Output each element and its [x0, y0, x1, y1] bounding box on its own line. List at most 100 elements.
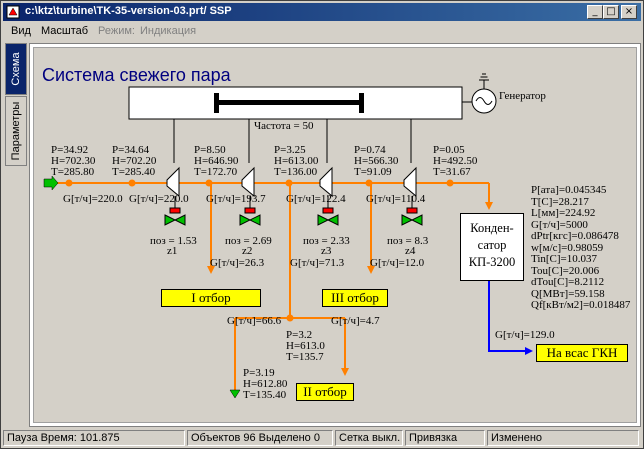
stat-temperature: T[C]=28.217 [531, 195, 589, 208]
node-mid [286, 314, 294, 322]
status-time-value: 101.875 [79, 432, 120, 444]
inlet-temperature: T=285.80 [51, 166, 95, 178]
extraction-flow-3: G[т/ч]=12.0 [370, 257, 425, 269]
stage-5-temperature: T=31.67 [433, 166, 471, 178]
tab-scheme-label: Схема [10, 52, 22, 86]
extraction-1-box[interactable]: I отбор [161, 289, 261, 307]
condenser-box[interactable]: Конден- сатор КП-3200 [460, 213, 524, 281]
tab-parameters[interactable]: Параметры [5, 96, 27, 166]
title-bar[interactable]: c:\ktz\turbine\TK-35-version-03.prt/ SSP… [3, 3, 641, 21]
stat-power: Q[МВт]=59.158 [531, 287, 605, 300]
diagram-title: Система свежего пара [42, 65, 231, 85]
maximize-button[interactable]: □ [603, 5, 619, 19]
stat-pressure: P[ата]=0.045345 [531, 184, 607, 196]
valve-3-id: z3 [321, 245, 332, 257]
status-time-label: Время: [40, 432, 77, 444]
node-5 [446, 179, 454, 187]
flow-2: G[т/ч]=220.0 [129, 193, 189, 205]
menu-mode-value: Индикация [140, 25, 197, 37]
mid-node-enthalpy: H=613.0 [286, 340, 325, 352]
side-tabs: Схема Параметры [5, 43, 27, 427]
stage-3-enthalpy: H=613.00 [274, 155, 319, 167]
outlet-arrow-icon [229, 389, 241, 399]
bottom-node-pressure: P=3.19 [243, 367, 275, 379]
shaft-left-end [214, 93, 219, 113]
extraction-flow-5: G[т/ч]=4.7 [331, 315, 380, 327]
extraction-arrow-3 [367, 266, 375, 274]
diagram-area: Система свежего пара [33, 47, 637, 423]
stage-3-pressure: P=3.25 [274, 144, 306, 156]
mid-node-temperature: T=135.7 [286, 351, 324, 363]
stat-qf: Qf[кВт/м2]=0.018487 [531, 299, 631, 311]
stage-4-pressure: P=0.74 [354, 144, 386, 156]
stage-5-enthalpy: H=492.50 [433, 155, 478, 167]
stat-level: L[мм]=224.92 [531, 207, 596, 219]
stat-flow: G[т/ч]=5000 [531, 218, 588, 231]
extraction-2-box[interactable]: II отбор [296, 383, 354, 401]
condenser-line-1: Конден- [470, 221, 514, 235]
valve-1-id: z1 [167, 245, 178, 257]
stat-tou: Tou[C]=20.006 [531, 264, 600, 277]
condenser-inlet-arrow [485, 202, 493, 210]
valve-3-position: поз = 2.33 [303, 235, 350, 247]
stage-4-icon [403, 166, 417, 198]
tab-parameters-label: Параметры [10, 101, 22, 161]
stage-1-pressure: P=34.64 [112, 144, 150, 156]
extraction-flow-2: G[т/ч]=71.3 [290, 257, 345, 269]
extraction-flow-4: G[т/ч]=66.6 [227, 315, 282, 327]
valve-4-position: поз = 8.3 [387, 235, 429, 247]
menu-mode-label: Режим: [98, 25, 135, 37]
menu-scale[interactable]: Масштаб [41, 25, 89, 37]
valve-1-position: поз = 1.53 [150, 235, 197, 247]
condensate-flow: G[т/ч]=129.0 [495, 329, 555, 341]
status-modified: Изменено [487, 430, 639, 446]
mid-node-pressure: P=3.2 [286, 329, 313, 341]
stage-2-pressure: P=8.50 [194, 144, 226, 156]
condenser-line-2: сатор [477, 238, 507, 252]
close-button[interactable]: × [621, 5, 637, 19]
condensate-arrow [525, 347, 533, 355]
status-snap[interactable]: Привязка [405, 430, 485, 446]
app-icon [6, 5, 20, 19]
frequency-label: Частота = 50 [254, 120, 314, 132]
generator-wave [475, 97, 493, 105]
tab-scheme[interactable]: Схема [5, 43, 27, 95]
stage-2-temperature: T=172.70 [194, 166, 238, 178]
status-bar: Пауза Время: 101.875 Объектов 96 Выделен… [3, 428, 641, 447]
stat-velocity: w[м/с]=0.98059 [531, 241, 604, 254]
stage-2-icon [241, 166, 255, 198]
stage-5-pressure: P=0.05 [433, 144, 465, 156]
condenser-line-3: КП-3200 [468, 255, 516, 269]
stage-4-enthalpy: H=566.30 [354, 155, 399, 167]
window-title: c:\ktz\turbine\TK-35-version-03.prt/ SSP [25, 5, 232, 17]
gkn-suction-box[interactable]: На всас ГКН [536, 344, 628, 362]
stage-3-temperature: T=136.00 [274, 166, 318, 178]
flow-1: G[т/ч]=220.0 [63, 193, 123, 205]
valve-2-icon [239, 196, 261, 226]
scheme-graphics [43, 73, 533, 399]
menu-view[interactable]: Вид [11, 25, 31, 37]
bottom-node-enthalpy: H=612.80 [243, 378, 288, 390]
stage-1-enthalpy: H=702.20 [112, 155, 157, 167]
status-pause: Пауза [7, 432, 38, 444]
diagram-canvas[interactable]: Система свежего пара [29, 43, 641, 427]
stat-tin: Tin[C]=10.037 [531, 253, 598, 265]
extraction-3-box[interactable]: III отбор [322, 289, 388, 307]
extraction-arrow-2 [341, 368, 349, 376]
condensate-line [488, 281, 531, 352]
generator-label: Генератор [499, 90, 546, 102]
turbine-shaft [214, 100, 364, 105]
extraction-flow-1: G[т/ч]=26.3 [210, 257, 265, 269]
flow-4: G[т/ч]=122.4 [286, 193, 346, 205]
minimize-button[interactable]: _ [587, 5, 603, 19]
inlet-arrow-icon [43, 175, 59, 191]
flow-5: G[т/ч]=110.4 [366, 193, 426, 205]
valve-3-icon [317, 196, 339, 226]
valve-1-icon [164, 196, 186, 226]
valve-2-id: z2 [242, 245, 253, 257]
node-inlet [65, 179, 73, 187]
status-objects: Объектов 96 Выделено 0 [187, 430, 333, 446]
valve-4-icon [401, 196, 423, 226]
status-grid[interactable]: Сетка выкл. [335, 430, 403, 446]
